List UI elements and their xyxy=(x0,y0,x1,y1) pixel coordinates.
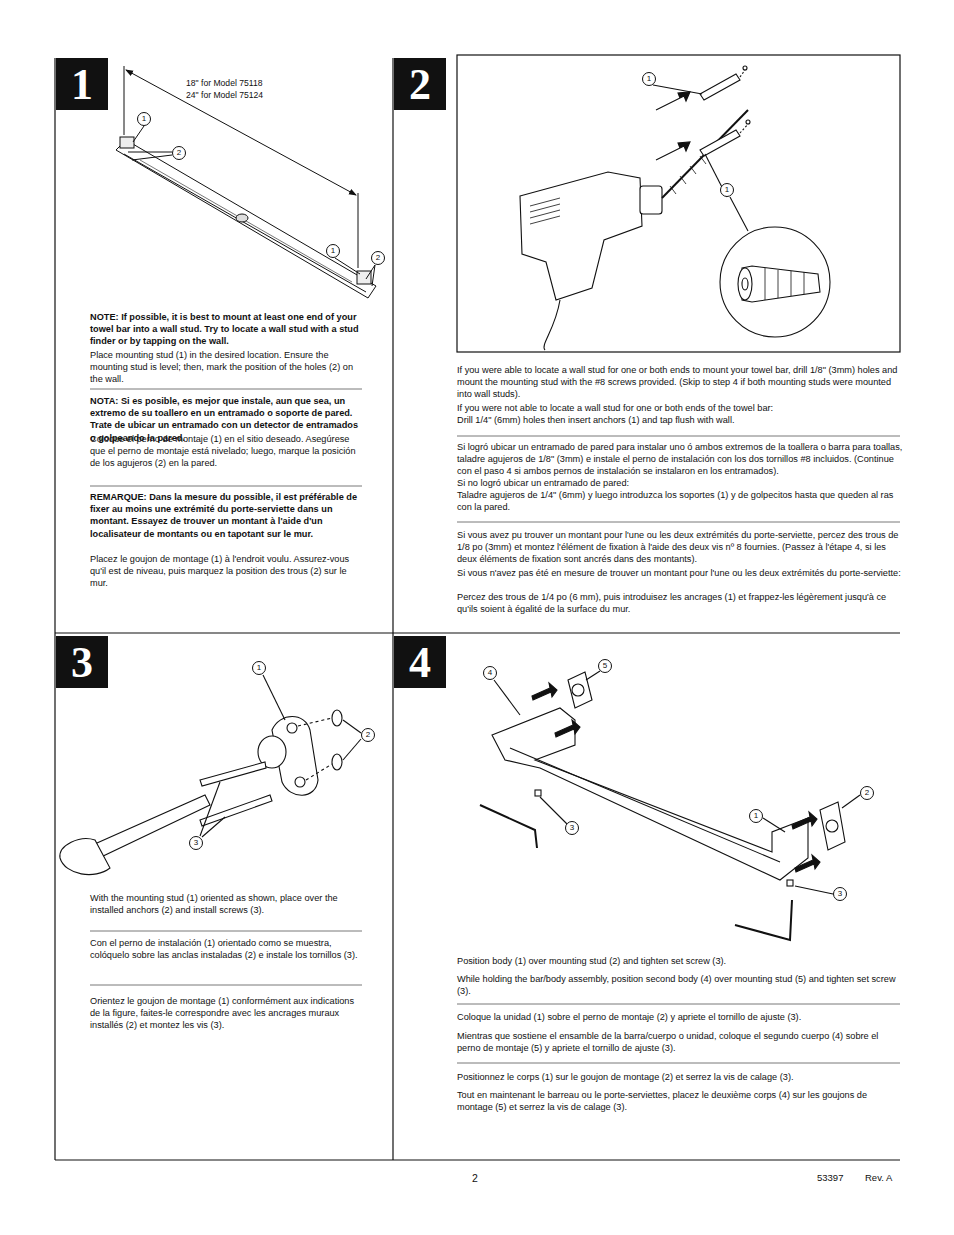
callout-circle: 2 xyxy=(172,146,186,160)
step-number-box: 4 xyxy=(394,636,446,688)
callout-number: 2 xyxy=(865,789,869,797)
callout-number: 3 xyxy=(194,839,198,847)
drill-figure xyxy=(520,66,830,350)
instruction-text: While holding the bar/body assembly, pos… xyxy=(457,973,903,997)
instruction-text: Con el perno de instalación (1) orientad… xyxy=(90,937,365,961)
callout-circle: 1 xyxy=(749,809,763,823)
instruction-text: Positionnez le corps (1) sur le goujon d… xyxy=(457,1071,903,1083)
footer-text: 2 xyxy=(472,1172,502,1186)
step-number: 2 xyxy=(409,59,431,110)
instruction-text: Coloque la unidad (1) sobre el perno de … xyxy=(457,1011,903,1023)
callout-circle: 2 xyxy=(860,786,874,800)
callout-number: 1 xyxy=(754,812,758,820)
callout-circle: 1 xyxy=(326,244,340,258)
instruction-text: Percez des trous de 1/4 po (6 mm), puis … xyxy=(457,591,903,615)
step-number-box: 1 xyxy=(56,58,108,110)
callout-number: 2 xyxy=(177,149,181,157)
step-number-box: 3 xyxy=(56,636,108,688)
instruction-text: If you were not able to locate a wall st… xyxy=(457,402,903,414)
instruction-text: Mientras que sostiene el ensamble de la … xyxy=(457,1030,903,1054)
instruction-text: Orientez le goujon de montage (1) confor… xyxy=(90,995,365,1032)
instruction-text: Coloque el perno de montaje (1) en el si… xyxy=(90,433,365,470)
instruction-text: Placez le goujon de montage (1) à l'endr… xyxy=(90,553,365,590)
instruction-text: If you were able to locate a wall stud f… xyxy=(457,364,903,401)
footer-text: Rev. A xyxy=(865,1172,905,1184)
level-figure xyxy=(116,66,376,298)
mounting-figure xyxy=(60,675,361,875)
callout-number: 3 xyxy=(570,824,574,832)
callout-circle: 5 xyxy=(598,659,612,673)
callout-number: 3 xyxy=(838,890,842,898)
callout-circle: 3 xyxy=(565,821,579,835)
callout-circle: 3 xyxy=(833,887,847,901)
footer-text: 53397 xyxy=(817,1172,857,1184)
callout-number: 2 xyxy=(366,731,370,739)
instruction-text: Si no logró ubicar un entramado de pared… xyxy=(457,477,903,489)
step-number-box: 2 xyxy=(394,58,446,110)
callout-circle: 4 xyxy=(483,666,497,680)
callout-circle: 2 xyxy=(371,251,385,265)
callout-circle: 1 xyxy=(642,72,656,86)
callout-number: 4 xyxy=(488,669,492,677)
callout-number: 1 xyxy=(647,75,651,83)
instruction-text: Tout en maintenant le barreau ou le port… xyxy=(457,1089,903,1113)
callout-number: 1 xyxy=(725,186,729,194)
instruction-text: Si logró ubicar un entramado de pared pa… xyxy=(457,441,903,478)
instruction-text: REMARQUE: Dans la mesure du possible, il… xyxy=(90,491,365,540)
callout-circle: 2 xyxy=(361,728,375,742)
callout-number: 1 xyxy=(331,247,335,255)
instruction-text: With the mounting stud (1) oriented as s… xyxy=(90,892,365,916)
step-number: 1 xyxy=(71,59,93,110)
callout-circle: 1 xyxy=(137,112,151,126)
instruction-text: Si vous n'avez pas été en mesure de trou… xyxy=(457,567,903,579)
towel-bar-figure xyxy=(480,671,860,940)
callout-circle: 1 xyxy=(252,661,266,675)
callout-circle: 1 xyxy=(720,183,734,197)
dimension-label: 24" for Model 75124 xyxy=(186,90,386,101)
instruction-text: NOTE: If possible, it is best to mount a… xyxy=(90,311,365,348)
instruction-text: Taladre agujeros de 1/4" (6mm) y luego i… xyxy=(457,489,903,513)
dimension-label: 18" for Model 75118 xyxy=(186,78,386,89)
step-number: 4 xyxy=(409,637,431,688)
instruction-text: Place mounting stud (1) in the desired l… xyxy=(90,349,365,386)
callout-number: 2 xyxy=(376,254,380,262)
step-number: 3 xyxy=(71,637,93,688)
instruction-text: Si vous avez pu trouver un montant pour … xyxy=(457,529,903,566)
callout-number: 1 xyxy=(257,664,261,672)
callout-circle: 3 xyxy=(189,836,203,850)
callout-number: 5 xyxy=(603,662,607,670)
callout-number: 1 xyxy=(142,115,146,123)
instruction-text: Position body (1) over mounting stud (2)… xyxy=(457,955,903,967)
instruction-text: Drill 1/4" (6mm) holes then insert ancho… xyxy=(457,414,903,426)
